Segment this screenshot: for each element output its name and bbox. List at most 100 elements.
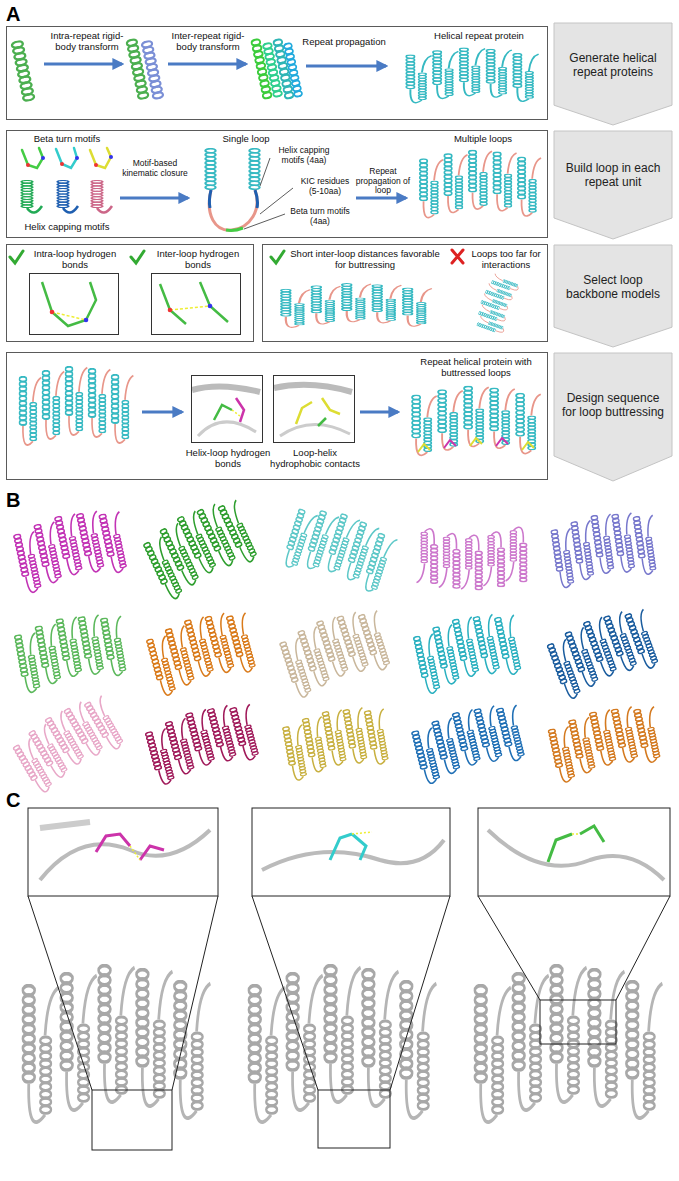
panel-box: Intra-repeat rigid-body transformInter-r… [6,26,548,120]
chevron-fill [554,131,672,239]
repeat-protein [544,602,664,700]
check [271,251,284,263]
cap [97,206,112,213]
side-chain [522,442,534,450]
helix [205,149,215,190]
figure-label: Short inter-loop distances favorable for… [289,249,441,270]
inset-box: Helix-loop hydrogen bonds [191,375,263,443]
check [131,251,144,263]
step-chevron: Design sequence for loop buttressing [553,352,673,482]
zoom-line [252,896,318,1090]
panel-box: Repeat helical protein with buttressed l… [6,352,548,480]
hbond [352,832,372,834]
atom [168,308,173,313]
zoom-line [28,896,92,1090]
arrow [120,197,188,200]
single-loop-figure [205,149,293,231]
beta-turn [90,148,111,168]
figure-label: Helix-loop hydrogen bonds [184,448,272,469]
figure-label: Repeat propagation [301,37,387,48]
leader-line [260,188,293,214]
loop [42,282,96,326]
panel-box: Short inter-loop distances favorable for… [262,244,548,342]
zoom-region [92,1090,172,1150]
zoom-region [318,1090,390,1148]
atom [208,304,213,309]
loop [198,422,256,436]
arrow [360,411,398,414]
arrow [44,63,122,66]
side-chain [496,438,508,446]
repeat-protein [144,605,261,697]
zoom-line [390,896,450,1090]
repeat-protein [281,284,432,328]
chevron-fill [554,353,672,481]
figure-label: Intra-repeat rigid-body transform [45,31,129,52]
figure-label: Beta turn motifs [15,134,119,145]
step-chevron: Generate helical repeat proteins [553,22,673,126]
loop [209,190,257,230]
inset-details [40,822,664,880]
figure-label: Helix capping motifs (4aa) [273,146,335,165]
side-chain [330,834,352,860]
figure-label: Helical repeat protein [411,31,547,42]
inset-box: Inter-loop hydrogen bonds [151,273,241,335]
figure-label: Motif-based kinematic closure [119,159,191,178]
helix [249,149,259,190]
panel-box: Beta turn motifsHelix capping motifsMoti… [6,130,548,238]
side-chain [296,402,312,424]
step-label: Design sequence for loop buttressing [561,392,665,420]
helix [92,180,103,207]
repeat-protein [420,150,541,217]
step-chevron: Build loop in each repeat unit [553,130,673,240]
inset-frame [28,808,218,896]
hbond [52,312,86,320]
cap-segment [255,190,258,208]
turn-segment [226,228,243,230]
repeat-protein [23,966,211,1122]
repeat-protein [416,527,526,590]
backbone [262,840,444,870]
repeat-protein [412,386,541,455]
cap-segment [209,190,211,208]
arrow [306,65,386,68]
repeat-protein [550,508,661,589]
helix [22,180,33,207]
inset-frame [478,808,670,896]
hbond [170,306,210,310]
figure-label: KIC residues (5-10aa) [297,177,353,196]
figure-label: Inter-loop hydrogen bonds [148,249,248,270]
step-label: Generate helical repeat proteins [561,52,665,80]
helix [58,180,69,207]
repeat-protein [281,501,400,597]
inset-box: Intra-loop hydrogen bonds [29,273,119,335]
atom [75,156,79,160]
atom [84,318,89,323]
repeat-protein [12,504,132,594]
beta-turn [22,148,43,168]
process-arrows [44,64,406,412]
panel-letter: B [6,490,20,510]
repeat-protein [406,48,538,103]
loop [280,424,350,436]
helix [284,43,303,98]
atom [41,156,45,160]
side-chain [470,438,482,446]
repeat-protein [412,608,527,695]
helix-capping-motifs [22,180,113,212]
beta-turn-motifs [22,148,113,168]
panel-letter: A [6,4,20,24]
zoom-line [172,896,218,1090]
figure-label: Beta turn motifs (4aa) [289,207,351,226]
figure-label: Repeat propagation of loop [353,167,413,196]
backbone [40,830,210,880]
zoom-frames [28,808,670,1150]
leader-lines [244,158,293,229]
atom [60,162,64,166]
chevron-fill [554,245,672,347]
inset-frame [252,808,450,896]
buttress-examples [23,808,670,1150]
leader-line [244,214,285,229]
zoom-region [540,1000,616,1044]
arrow [142,411,182,414]
